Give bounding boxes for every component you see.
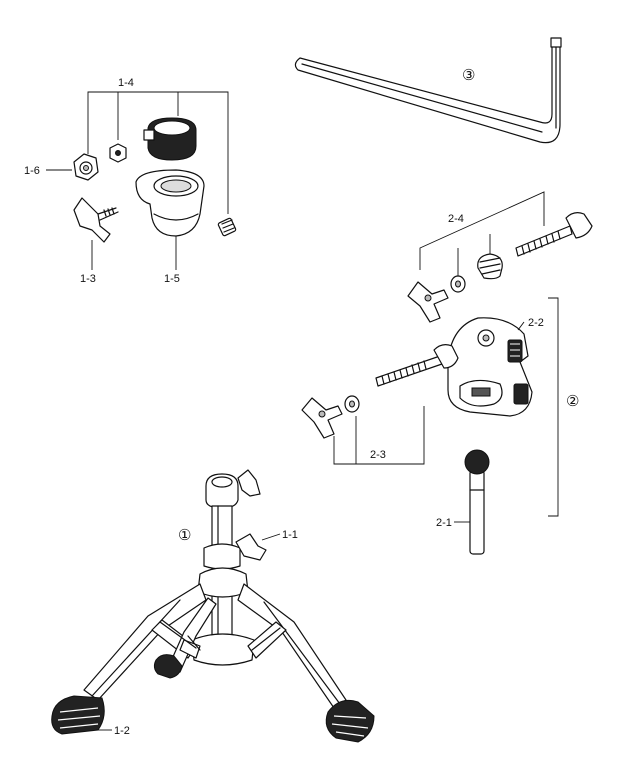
label-2-2: 2-2 [528, 317, 544, 329]
bracket-2-3 [333, 406, 425, 465]
label-1-1: 1-1 [282, 529, 298, 541]
set-screw [217, 217, 237, 237]
label-1-4: 1-4 [118, 77, 134, 89]
ball-pin-2-1 [464, 449, 490, 555]
label-2-3: 2-3 [370, 449, 386, 461]
cap-nut-1-6 [73, 153, 99, 181]
wing-bolt-1-3 [73, 197, 119, 243]
clamp-body-1-5 [135, 169, 205, 237]
group-2-label: ② [566, 393, 579, 410]
label-2-1: 2-1 [436, 517, 452, 529]
spring [477, 253, 503, 280]
wing-nut-lower [301, 397, 343, 439]
long-bolt-lower [375, 344, 459, 387]
washer-lower [344, 395, 360, 413]
label-2-4: 2-4 [448, 213, 464, 225]
label-1-5: 1-5 [164, 273, 180, 285]
group-2-bracket [548, 297, 559, 517]
clamp-ring [143, 117, 197, 161]
washer-upper [450, 275, 466, 293]
clamp-block-2-2 [447, 317, 533, 417]
long-bolt-upper [515, 212, 593, 257]
hex-key-wrench [294, 37, 562, 144]
bracket-2-4 [419, 191, 545, 276]
tripod-stand [51, 469, 375, 743]
label-1-6: 1-6 [24, 165, 40, 177]
wing-nut-upper [407, 281, 449, 323]
group-3-label: ③ [462, 67, 475, 84]
small-nut [109, 143, 127, 163]
group-1-label: ① [178, 527, 191, 544]
bracket-1-4 [87, 91, 229, 214]
label-1-3: 1-3 [80, 273, 96, 285]
label-1-2: 1-2 [114, 725, 130, 737]
